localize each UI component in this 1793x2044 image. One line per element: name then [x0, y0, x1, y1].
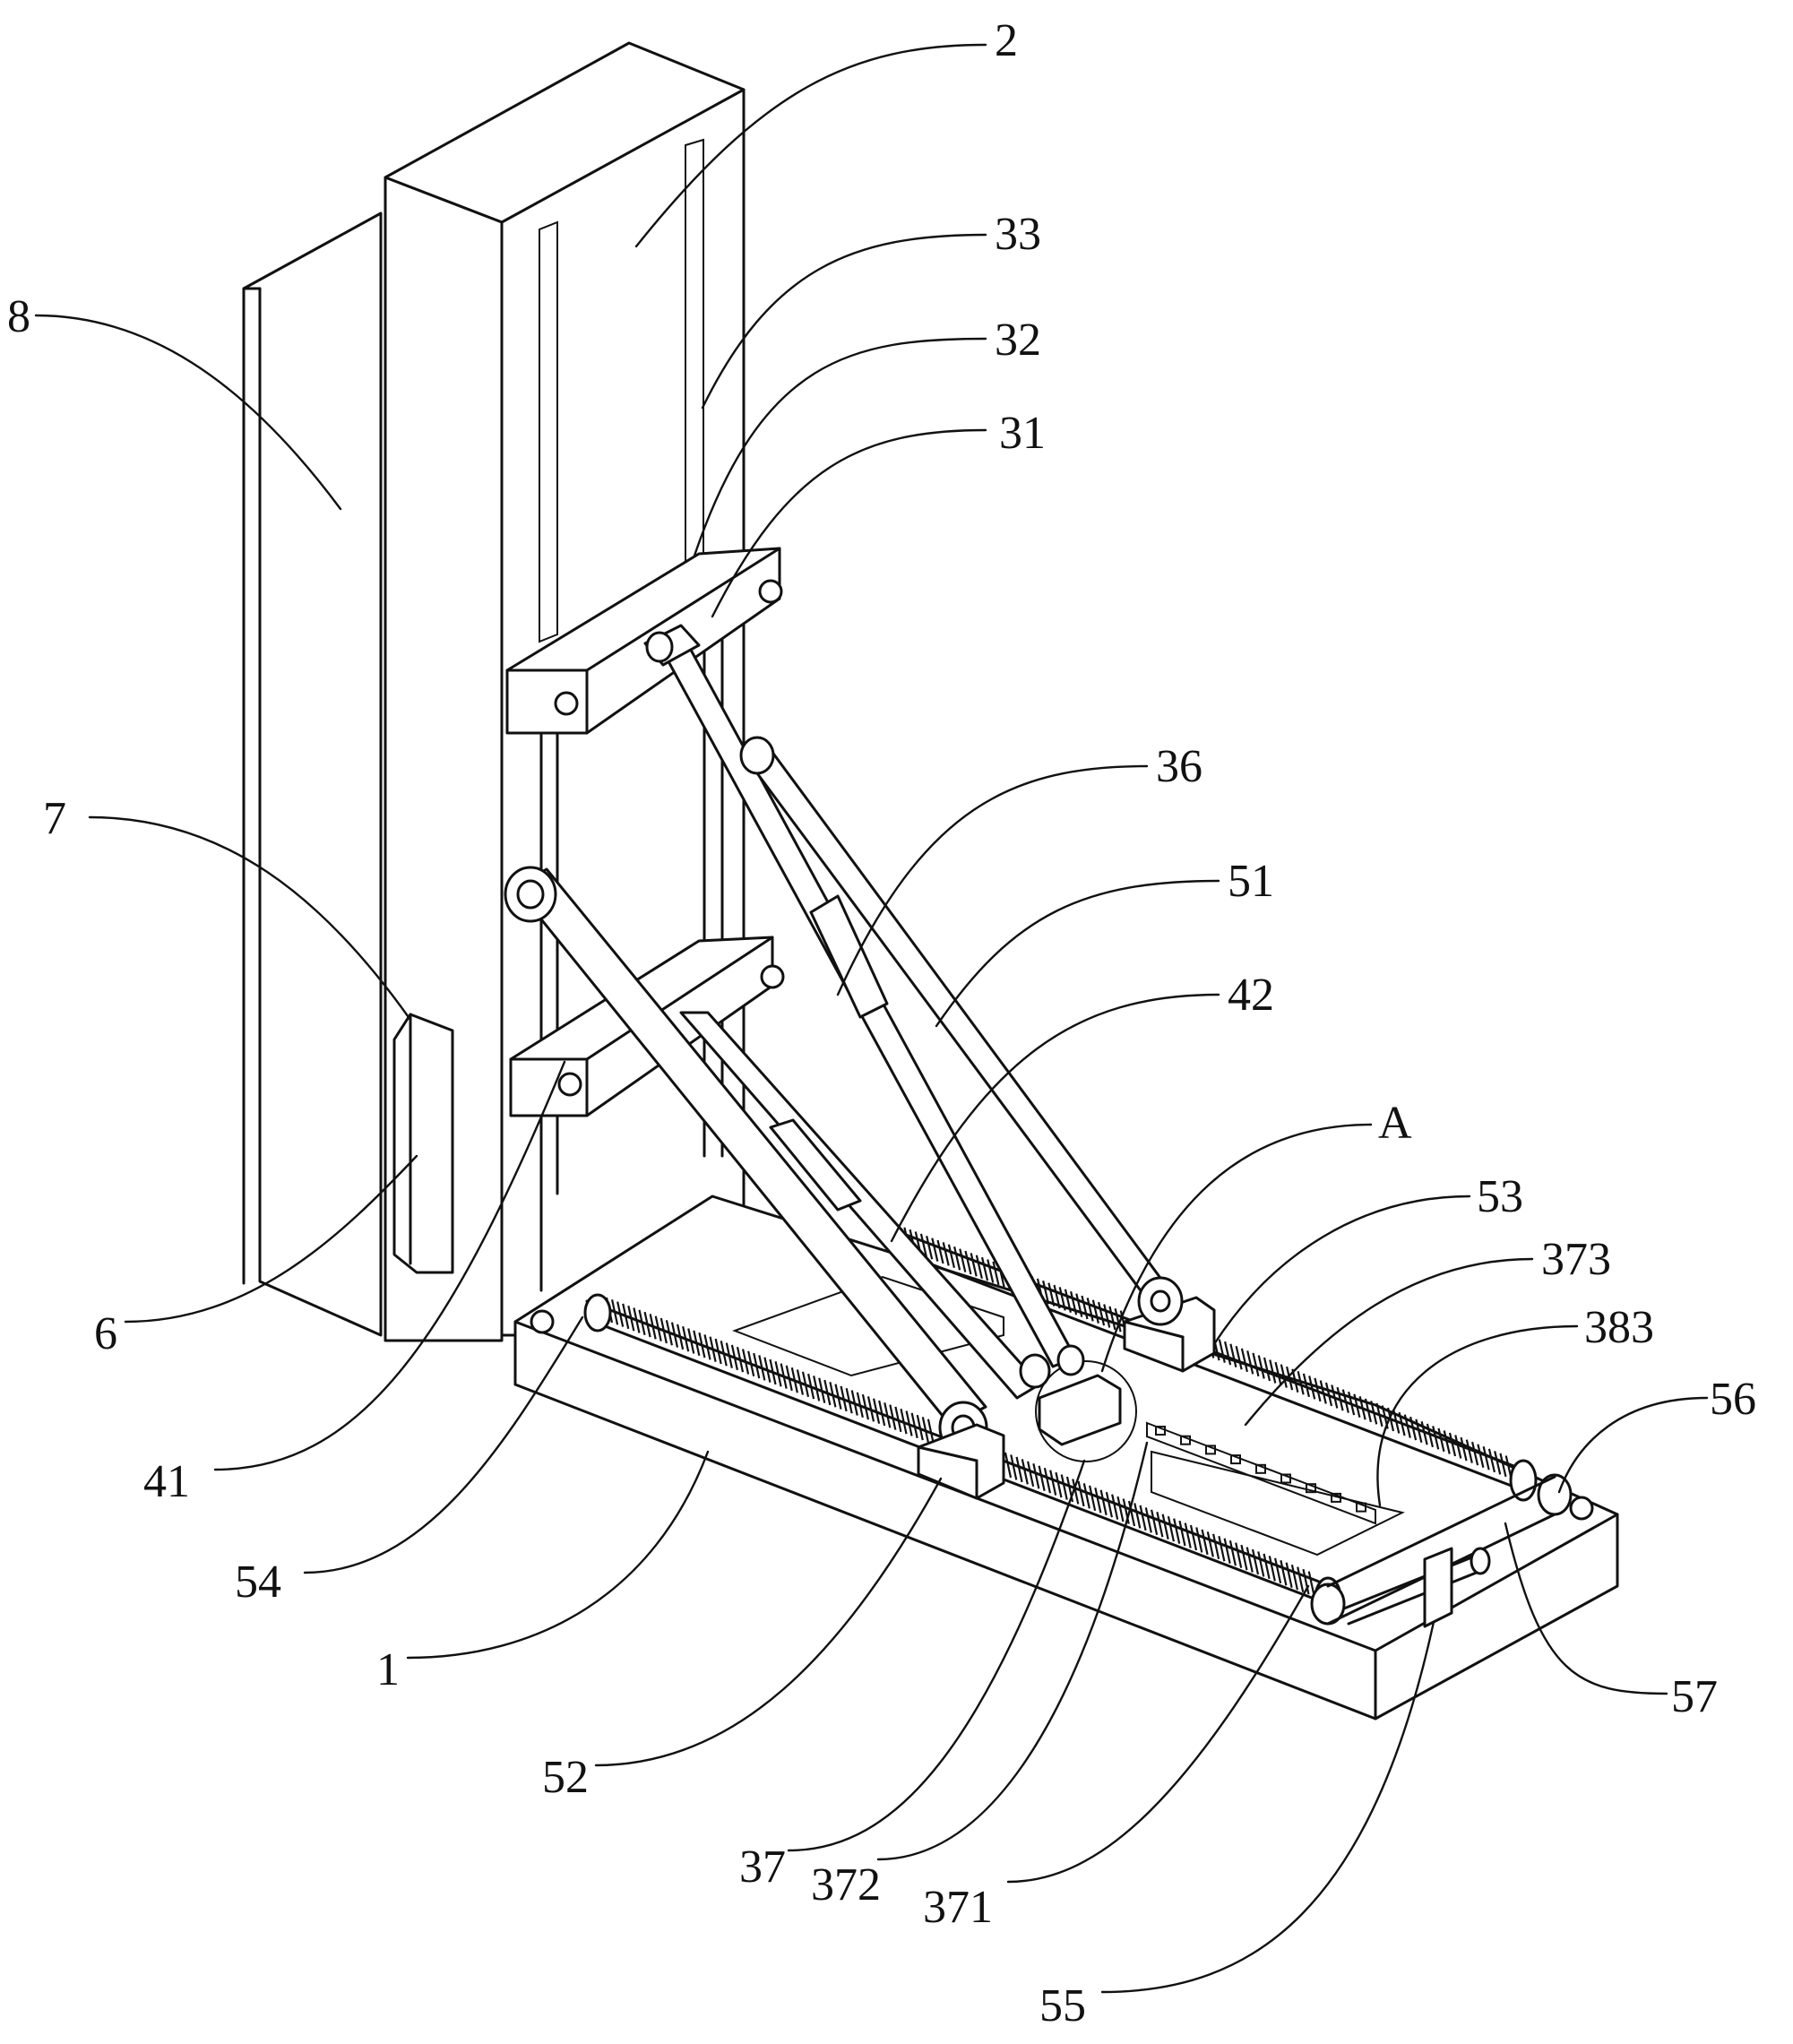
label-A: A [1378, 1098, 1412, 1149]
label-42: 42 [1228, 970, 1274, 1021]
label-31: 31 [999, 408, 1046, 459]
label-8: 8 [7, 291, 30, 342]
label-56: 56 [1710, 1374, 1756, 1425]
label-36: 36 [1156, 741, 1203, 792]
label-383: 383 [1584, 1302, 1654, 1353]
leader-51 [936, 881, 1219, 1026]
label-52: 52 [542, 1752, 589, 1803]
label-33: 33 [995, 209, 1041, 260]
label-53: 53 [1477, 1171, 1523, 1222]
label-1: 1 [376, 1644, 400, 1695]
leader-1 [408, 1452, 708, 1658]
label-54: 54 [235, 1557, 281, 1608]
label-372: 372 [811, 1859, 881, 1910]
label-373: 373 [1541, 1234, 1611, 1285]
plate-6 [394, 1014, 453, 1272]
label-55: 55 [1039, 1980, 1086, 2031]
label-7: 7 [43, 793, 66, 844]
label-41: 41 [143, 1456, 190, 1507]
leader-36 [838, 766, 1147, 995]
label-2: 2 [995, 15, 1018, 66]
label-57: 57 [1671, 1671, 1718, 1722]
pivot-51-top [741, 737, 773, 773]
label-32: 32 [995, 315, 1041, 366]
leader-53 [1214, 1196, 1470, 1344]
label-37: 37 [739, 1841, 786, 1893]
label-51: 51 [1228, 856, 1274, 907]
label-371: 371 [923, 1882, 993, 1933]
pivot-41-top [505, 867, 556, 921]
label-6: 6 [94, 1308, 117, 1359]
leader-56 [1559, 1398, 1707, 1492]
column-8 [244, 213, 381, 1335]
